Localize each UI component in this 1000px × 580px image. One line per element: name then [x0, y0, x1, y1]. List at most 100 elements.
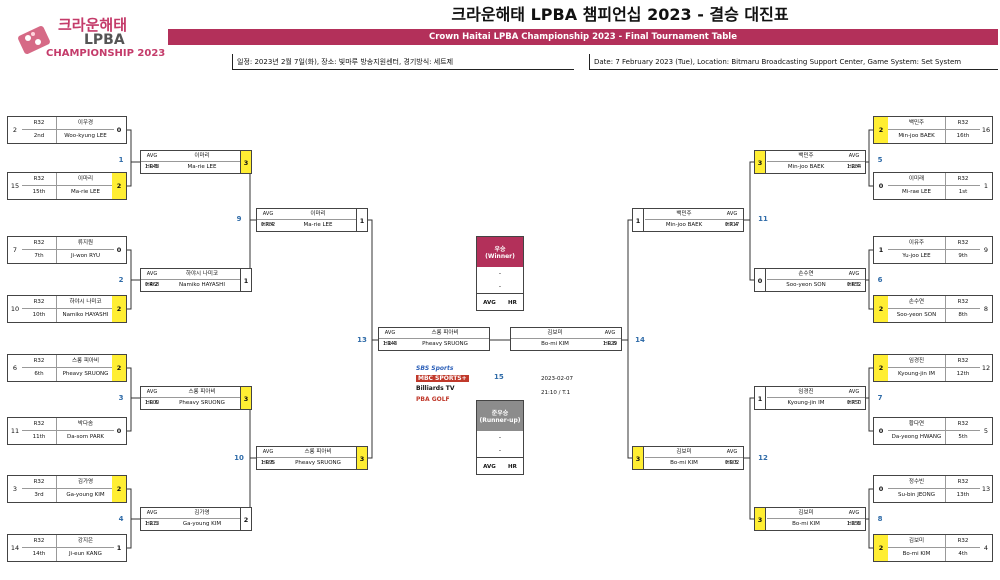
round-label: R32	[22, 117, 57, 130]
avg-stat: AVG 1.284	[843, 151, 865, 170]
avg-stat: AVG 0.902	[721, 447, 743, 466]
player-name-en: Soo-yeon SON	[896, 312, 937, 318]
match-number: 4	[118, 515, 124, 523]
runner-up-label-ko: 준우승	[491, 410, 509, 417]
player-name-ko: 손수연	[767, 269, 845, 280]
set-score: 0	[116, 427, 122, 435]
round-label: R32	[22, 535, 57, 548]
seed-number: 10	[10, 305, 20, 313]
player-name-ko: 스롱 피아비	[401, 328, 489, 339]
title-banner: Crown Haitai LPBA Championship 2023 - Fi…	[168, 29, 998, 45]
set-score: 2	[112, 355, 126, 381]
winner-label-ko: 우승	[494, 246, 506, 253]
player-name-ko: 임경진	[888, 355, 945, 368]
set-score: 0	[116, 126, 122, 134]
seed-number: 4	[983, 544, 989, 552]
player-name-en: Pheavy SRUONG	[422, 341, 468, 347]
rank-label: 13th	[945, 489, 980, 502]
seed-number: 7	[12, 246, 18, 254]
runner-up-name-ko: -	[498, 434, 502, 441]
hr-stat: HR 4	[383, 341, 396, 347]
player-name-en: Pheavy SRUONG	[295, 460, 341, 466]
player-name-en: Pheavy SRUONG	[62, 371, 109, 377]
player-name-en: Namiko HAYASHI	[179, 282, 225, 288]
avg-stat: AVG 1.095	[257, 447, 279, 466]
avg-stat: AVG 0.750	[843, 387, 865, 406]
player-name-en: Su-bin JEONG	[897, 492, 936, 498]
player-name-ko: 김보미	[511, 328, 599, 339]
set-score: 0	[878, 485, 884, 493]
round-label: R32	[22, 355, 57, 368]
set-score: 2	[112, 296, 126, 322]
match-number: 3	[118, 394, 124, 402]
hr-label: HR	[508, 464, 517, 470]
player-name-en: Min-joo BAEK	[898, 133, 935, 139]
hr-stat: HR 4	[725, 222, 738, 228]
avg-label: AVG	[483, 464, 496, 470]
player-name-en: Min-joo BAEK	[665, 222, 703, 228]
player-name-ko: 이유주	[888, 237, 945, 250]
avg-stat: AVG 1.143	[379, 328, 401, 347]
hr-stat: HR 5	[145, 521, 158, 527]
player-name-ko: 이마리	[163, 151, 241, 162]
seed-number: 14	[10, 544, 20, 552]
set-score: 1	[754, 386, 766, 410]
info-korean: 일정: 2023년 2월 7일(화), 장소: 빛마루 방송지원센터, 경기방식…	[232, 54, 574, 70]
player-name-ko: 김보미	[645, 447, 723, 458]
avg-stat: AVG 1.029	[599, 328, 621, 347]
rank-label: 10th	[22, 309, 57, 322]
round-label: R32	[945, 355, 980, 368]
player-name-en: Mi-rae LEE	[901, 189, 932, 195]
player-name-ko: 이미래	[888, 173, 945, 186]
set-score: 2	[874, 535, 888, 561]
avg-stat: AVG 0.468	[141, 269, 163, 288]
seed-number: 9	[983, 246, 989, 254]
player-name-en: Ma-rie LEE	[70, 189, 101, 195]
seed-number: 1	[983, 182, 989, 190]
player-name-en: Bo-mi KIM	[902, 551, 931, 557]
player-name-en: Kyoung-jin IM	[898, 371, 935, 377]
player-name-ko: 강지은	[57, 535, 114, 548]
round-label: R32	[22, 173, 57, 186]
match-number: 10	[234, 454, 244, 462]
seed-number: 6	[12, 364, 18, 372]
avg-stat: AVG 1.213	[141, 508, 163, 527]
player-name-ko: 이우경	[57, 117, 114, 130]
final-date: 2023-02-07	[541, 376, 573, 382]
set-score: 2	[874, 355, 888, 381]
seed-number: 3	[12, 485, 18, 493]
seed-number: 15	[10, 182, 20, 190]
rank-label: 1st	[945, 186, 980, 199]
hr-stat: HR 5	[145, 164, 158, 170]
match-number: 5	[877, 156, 883, 164]
player-name-en: Min-joo BAEK	[787, 164, 825, 170]
winner-label-en: (Winner)	[485, 253, 515, 260]
logo-text-ko: 크라운해태	[58, 16, 128, 34]
avg-stat: AVG 1.358	[843, 508, 865, 527]
round-label: R32	[945, 535, 980, 548]
logo-text-lpba: LPBA	[84, 32, 125, 48]
hr-stat: HR 8	[603, 341, 616, 347]
player-name-ko: 스롱 피아비	[279, 447, 357, 458]
player-name-en: Yu-joo LEE	[902, 253, 931, 259]
round-label: R32	[945, 117, 980, 130]
set-score: 3	[754, 507, 766, 531]
player-name-ko: 손수연	[888, 296, 945, 309]
rank-label: 15th	[22, 186, 57, 199]
round-label: R32	[945, 476, 980, 489]
player-name-en: Ji-won RYU	[70, 253, 101, 259]
player-name-ko: 백민주	[767, 151, 845, 162]
seed-number: 5	[983, 427, 989, 435]
player-name-en: Ga-young KIM	[182, 521, 222, 527]
seed-number: 11	[10, 427, 20, 435]
